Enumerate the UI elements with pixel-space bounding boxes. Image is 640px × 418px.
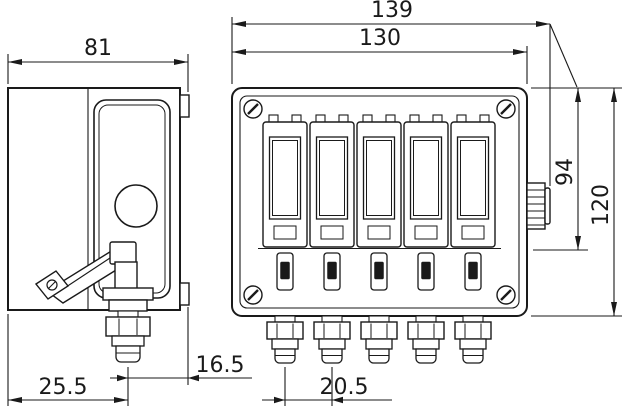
dimensions: 81 139 130 94 120 bbox=[7, 0, 622, 406]
clamp-body bbox=[114, 261, 138, 291]
dim-label-height-upper: 94 bbox=[553, 158, 578, 186]
dimension-overall-width: 139 bbox=[231, 0, 578, 186]
dimension-gland-offset-rear: 25.5 bbox=[7, 314, 129, 406]
dim-label-overall-width: 139 bbox=[371, 0, 413, 23]
mounting-tab-bottom bbox=[179, 282, 190, 306]
cable-gland-side bbox=[105, 310, 151, 363]
switch-lever-4 bbox=[417, 252, 435, 291]
dimension-gland-pitch: 20.5 bbox=[262, 367, 392, 406]
clamp-lever-assembly bbox=[34, 241, 154, 312]
switch-lever-1 bbox=[276, 252, 294, 291]
dimension-height-overall: 120 bbox=[589, 88, 617, 316]
cable-gland-2 bbox=[313, 315, 351, 364]
cable-gland-3 bbox=[360, 315, 398, 364]
fuse-module-5 bbox=[450, 114, 496, 248]
clamp-pivot-block bbox=[109, 241, 137, 265]
side-view bbox=[7, 87, 190, 363]
fuse-module-4 bbox=[403, 114, 449, 248]
gland-bracket-upper bbox=[102, 287, 154, 301]
dimension-gland-offset-front: 16.5 bbox=[110, 307, 252, 385]
oblique-extension bbox=[549, 23, 578, 88]
corner-screw-tr bbox=[495, 98, 517, 120]
dim-label-depth: 81 bbox=[84, 36, 112, 61]
dimension-height-upper: 94 bbox=[553, 88, 581, 250]
fuse-module-3 bbox=[356, 114, 402, 248]
side-connector bbox=[526, 182, 551, 230]
mounting-tab-top bbox=[179, 94, 190, 118]
dim-label-gland-offset-rear: 25.5 bbox=[39, 375, 88, 400]
corner-screw-bl bbox=[242, 284, 264, 306]
switch-lever-3 bbox=[370, 252, 388, 291]
fuse-module-2 bbox=[309, 114, 355, 248]
dim-label-body-width: 130 bbox=[359, 26, 401, 51]
fuse-module-1 bbox=[262, 114, 308, 248]
dimension-depth: 81 bbox=[7, 36, 189, 92]
corner-screw-br bbox=[495, 284, 517, 306]
round-knockout bbox=[114, 184, 158, 228]
cable-gland-5 bbox=[454, 315, 492, 364]
dimension-body-width: 130 bbox=[232, 26, 528, 84]
corner-screw-tl bbox=[242, 98, 264, 120]
switch-lever-5 bbox=[464, 252, 482, 291]
cable-gland-4 bbox=[407, 315, 445, 364]
enclosure-front-inner bbox=[239, 95, 520, 309]
front-view bbox=[231, 87, 551, 364]
gland-bracket-lower bbox=[108, 299, 148, 312]
switch-lever-2 bbox=[323, 252, 341, 291]
dim-label-gland-offset-front: 16.5 bbox=[196, 353, 245, 378]
dim-label-gland-pitch: 20.5 bbox=[320, 375, 369, 400]
dim-label-height-overall: 120 bbox=[589, 184, 614, 226]
side-connector-cap bbox=[544, 187, 551, 225]
clamp-screw-slot bbox=[48, 281, 56, 289]
cable-gland-1 bbox=[266, 315, 304, 364]
